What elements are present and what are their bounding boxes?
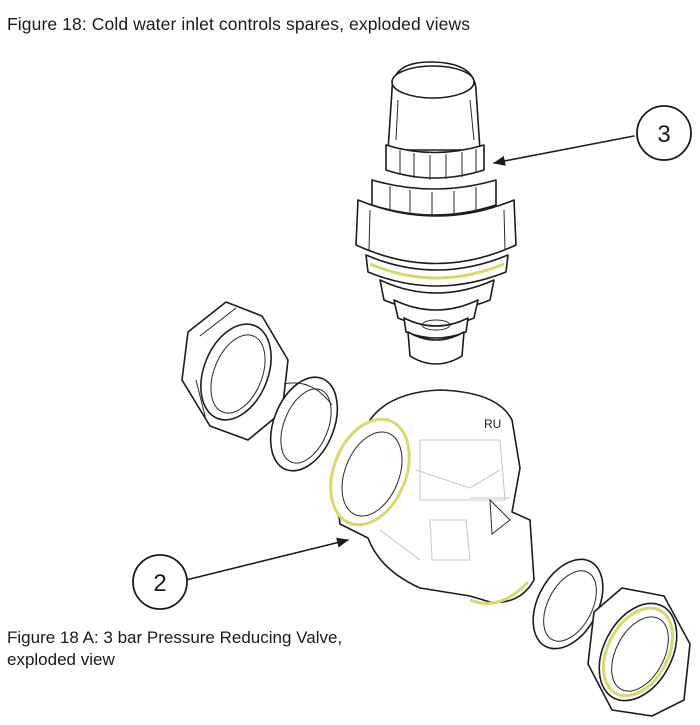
- compression-nut-left: [181, 301, 289, 441]
- figure-caption: Figure 18 A: 3 bar Pressure Reducing Val…: [7, 627, 437, 671]
- svg-text:RU: RU: [484, 417, 501, 431]
- figure-title: Figure 18: Cold water inlet controls spa…: [7, 14, 471, 34]
- compression-nut-right: [587, 587, 691, 717]
- olive-ring-right: [532, 558, 604, 650]
- cartridge-assembly: [355, 61, 517, 365]
- callout-3: 3: [493, 105, 692, 166]
- valve-body: RU: [329, 389, 535, 605]
- callout-3-label: 3: [657, 121, 670, 148]
- caption-line-2: exploded view: [7, 650, 115, 669]
- olive-ring-left: [269, 376, 339, 472]
- callout-2-label: 2: [153, 570, 166, 597]
- caption-line-1: Figure 18 A: 3 bar Pressure Reducing Val…: [7, 628, 343, 647]
- callout-2: 2: [132, 537, 349, 610]
